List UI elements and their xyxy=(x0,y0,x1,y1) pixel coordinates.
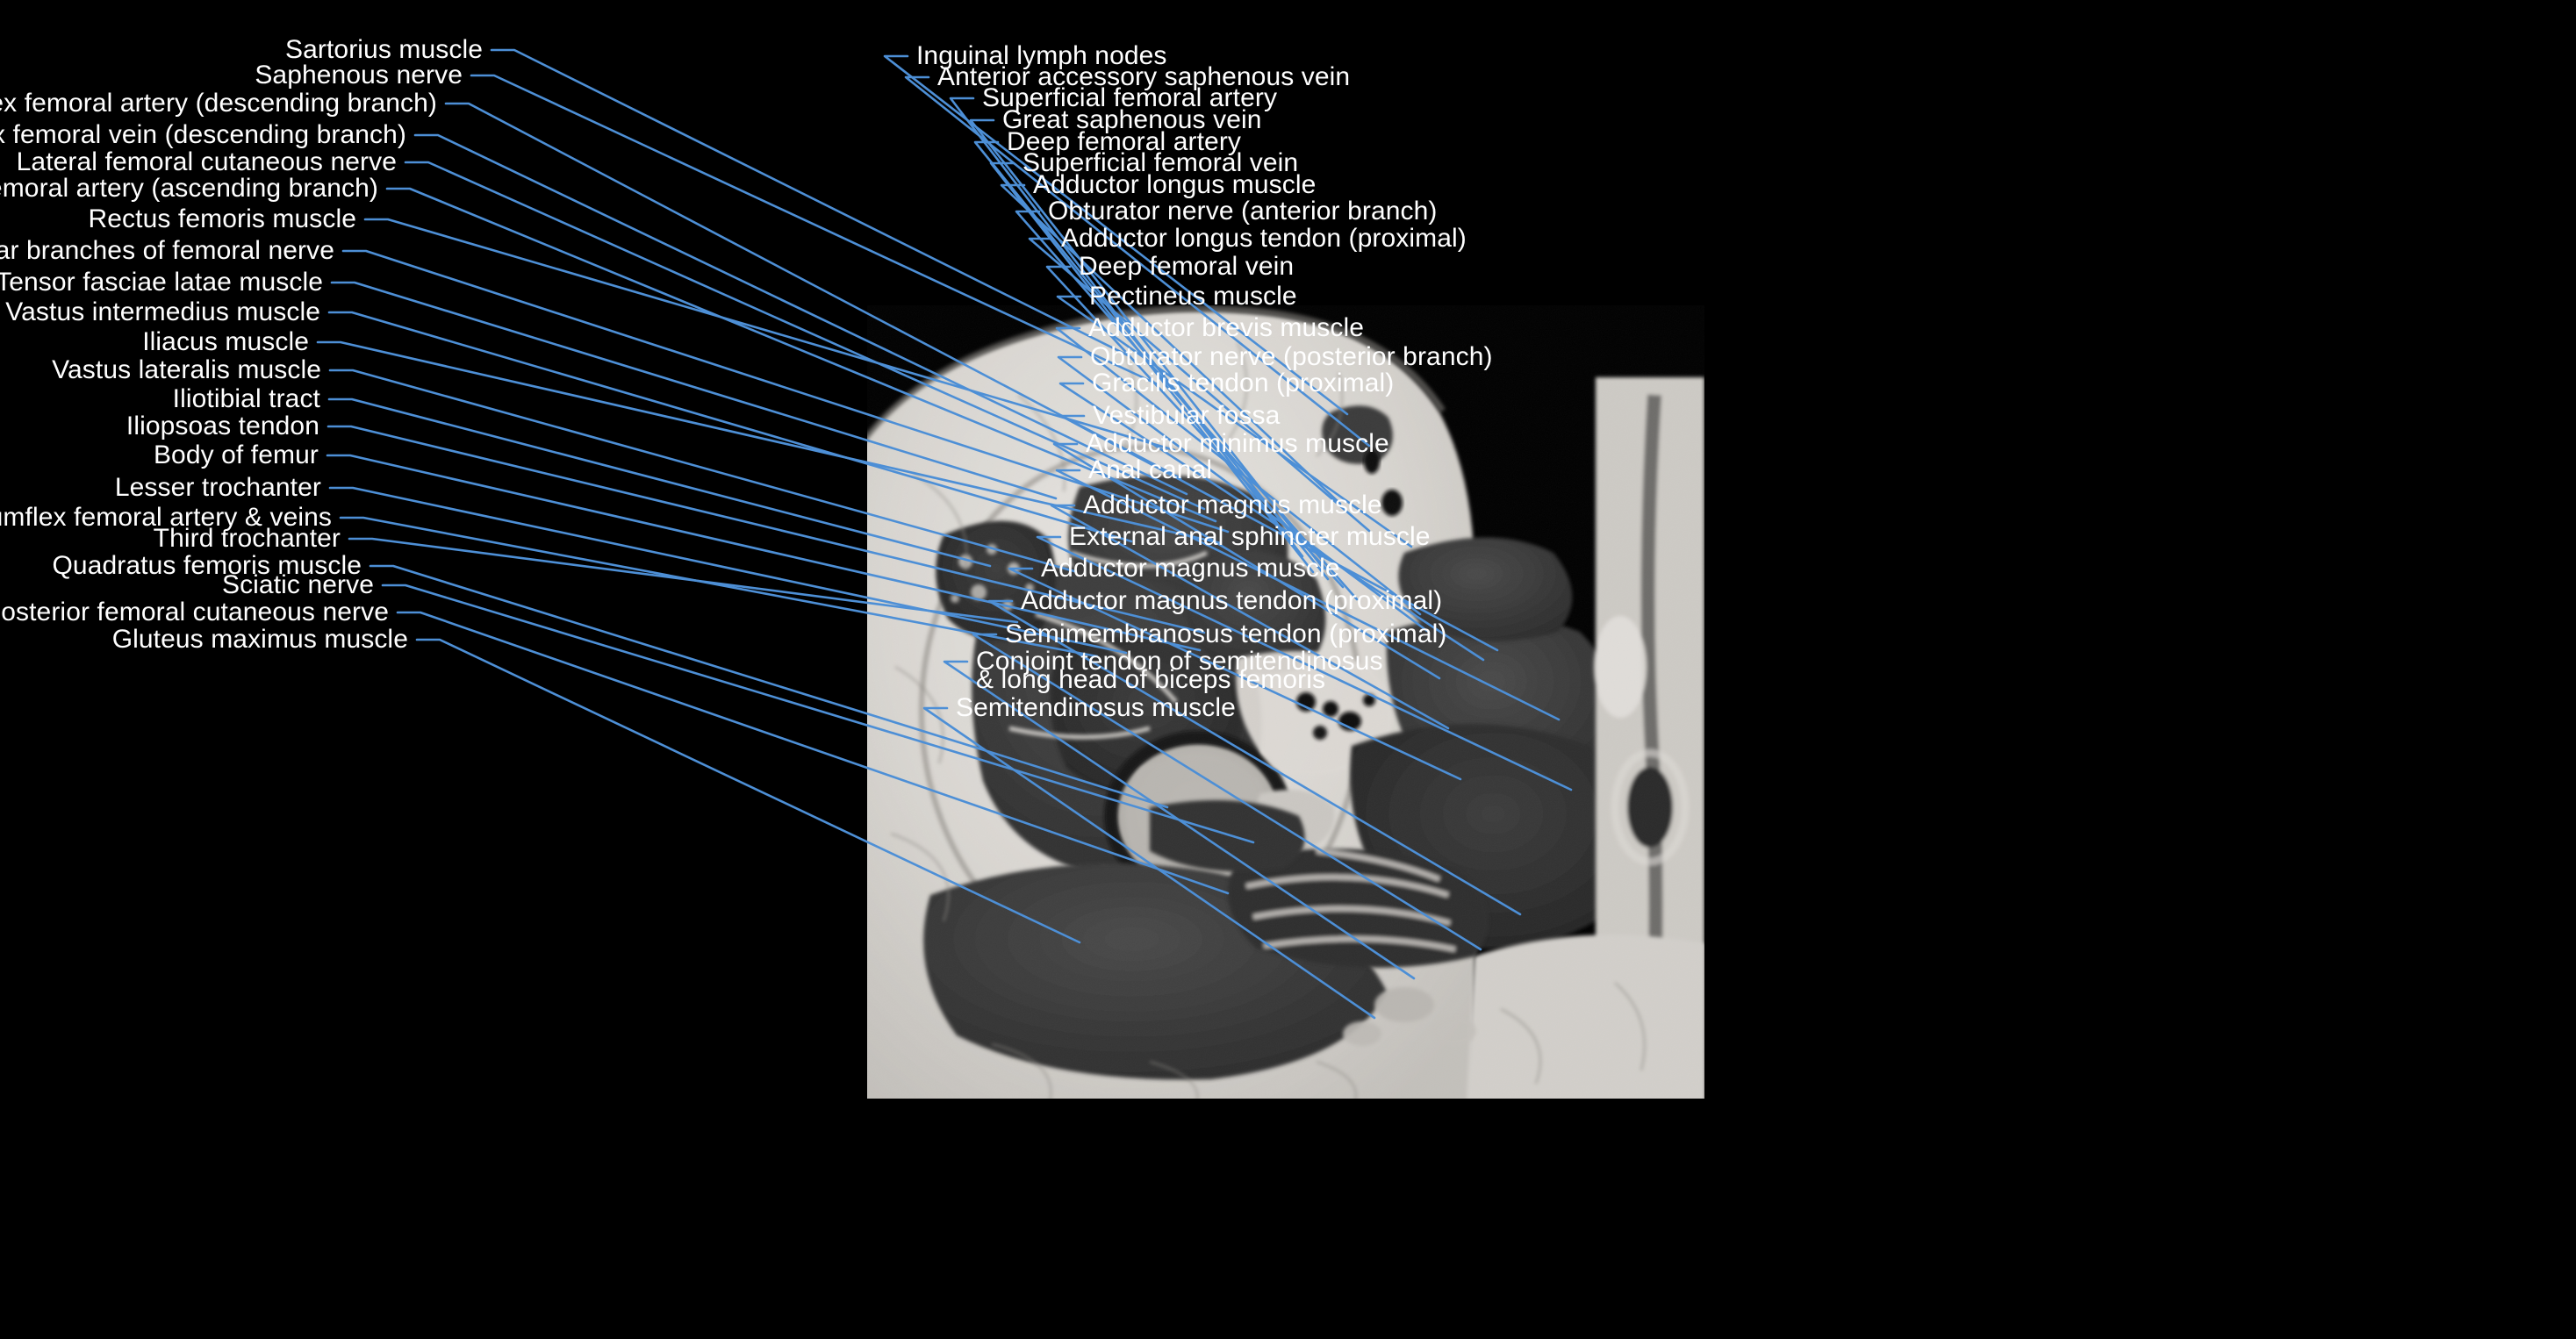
label-body-of-femur: Body of femur xyxy=(153,440,319,469)
label-iliacus-muscle: Iliacus muscle xyxy=(142,327,309,356)
label-pectineus-muscle: Pectineus muscle xyxy=(1089,282,1297,311)
label-lateral-circumflex-femoral-vein-descending-branch: Lateral circumflex femoral vein (descend… xyxy=(0,120,406,149)
label-vestibular-fossa: Vestibular fossa xyxy=(1093,401,1281,430)
label-adductor-longus-tendon-proximal: Adductor longus tendon (proximal) xyxy=(1061,224,1467,253)
label-lateral-femoral-cutaneous-nerve: Lateral femoral cutaneous nerve xyxy=(16,147,397,176)
label-adductor-magnus-muscle: Adductor magnus muscle xyxy=(1041,554,1340,583)
label-sartorius-muscle: Sartorius muscle xyxy=(284,35,483,64)
label-long-head-of-biceps-femoris: & long head of biceps femoris xyxy=(976,665,1326,694)
label-third-trochanter: Third trochanter xyxy=(153,524,341,553)
label-anterior-accessory-saphenous-vein: Anterior accessory saphenous vein xyxy=(937,62,1351,91)
label-vastus-lateralis-muscle: Vastus lateralis muscle xyxy=(52,355,321,384)
label-adductor-minimus-muscle: Adductor minimus muscle xyxy=(1086,429,1389,458)
label-tensor-fasciae-latae-muscle: Tensor fasciae latae muscle xyxy=(0,268,323,297)
label-lesser-trochanter: Lesser trochanter xyxy=(114,473,321,502)
label-external-anal-sphincter-muscle: External anal sphincter muscle xyxy=(1069,522,1431,551)
label-deep-femoral-vein: Deep femoral vein xyxy=(1079,252,1295,281)
label-medial-circumflex-femoral-artery-veins: Medial circumflex femoral artery & veins xyxy=(0,503,332,532)
label-semimembranosus-tendon-proximal: Semimembranosus tendon (proximal) xyxy=(1005,619,1447,648)
label-superficial-femoral-vein: Superficial femoral vein xyxy=(1023,148,1299,177)
label-gracilis-tendon-proximal: Gracilis tendon (proximal) xyxy=(1092,369,1395,397)
label-muscular-branches-of-femoral-nerve: Muscular branches of femoral nerve xyxy=(0,236,334,265)
label-conjoint-tendon-of-semitendinosus: Conjoint tendon of semitendinosus xyxy=(976,647,1383,676)
label-adductor-magnus-tendon-proximal: Adductor magnus tendon (proximal) xyxy=(1021,586,1443,615)
label-deep-femoral-artery: Deep femoral artery xyxy=(1007,127,1242,156)
label-superficial-femoral-artery: Superficial femoral artery xyxy=(982,83,1278,112)
label-semitendinosus-muscle: Semitendinosus muscle xyxy=(956,693,1236,722)
label-posterior-femoral-cutaneous-nerve: Posterior femoral cutaneous nerve xyxy=(0,598,389,627)
label-adductor-brevis-muscle: Adductor brevis muscle xyxy=(1088,313,1364,342)
label-obturator-nerve-anterior-branch: Obturator nerve (anterior branch) xyxy=(1048,197,1438,226)
label-lateral-circumflex-femoral-artery-ascending-branch: Lateral circumflex femoral artery (ascen… xyxy=(0,174,378,203)
label-adductor-longus-muscle: Adductor longus muscle xyxy=(1033,170,1317,199)
label-inguinal-lymph-nodes: Inguinal lymph nodes xyxy=(916,41,1167,70)
label-anal-canal: Anal canal xyxy=(1088,455,1213,484)
label-vastus-intermedius-muscle: Vastus intermedius muscle xyxy=(5,297,320,326)
label-rectus-femoris-muscle: Rectus femoris muscle xyxy=(88,204,356,233)
label-quadratus-femoris-muscle: Quadratus femoris muscle xyxy=(52,551,362,580)
label-iliopsoas-tendon: Iliopsoas tendon xyxy=(126,412,319,440)
label-gluteus-maximus-muscle: Gluteus maximus muscle xyxy=(111,625,408,654)
label-sciatic-nerve: Sciatic nerve xyxy=(221,570,374,599)
label-adductor-magnus-muscle: Adductor magnus muscle xyxy=(1083,490,1382,519)
label-obturator-nerve-posterior-branch: Obturator nerve (posterior branch) xyxy=(1090,342,1493,371)
label-saphenous-nerve: Saphenous nerve xyxy=(255,61,463,90)
label-great-saphenous-vein: Great saphenous vein xyxy=(1002,105,1262,134)
label-lateral-circumflex-femoral-artery-descending-branch: Lateral circumflex femoral artery (desce… xyxy=(0,89,437,118)
label-iliotibial-tract: Iliotibial tract xyxy=(172,384,320,413)
